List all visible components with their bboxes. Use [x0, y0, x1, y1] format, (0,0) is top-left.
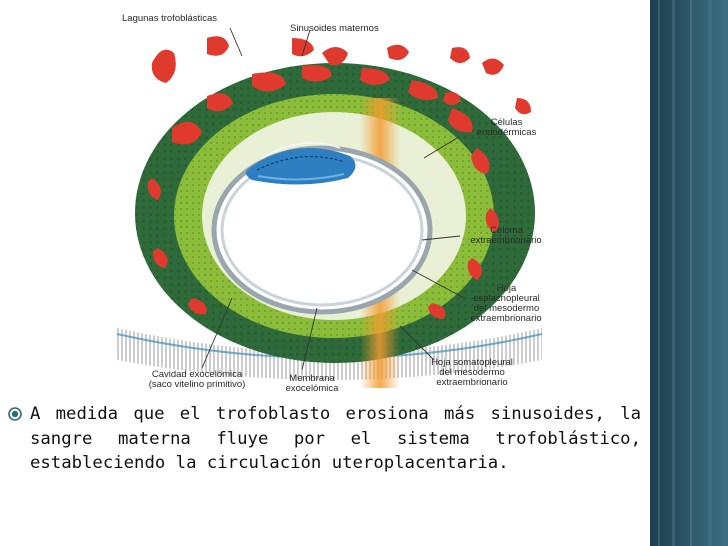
label-endodermicas: endodérmicas — [476, 127, 537, 138]
label-exocelomica: exocelómica — [285, 383, 339, 394]
label-del-mesodermo: del mesodermo — [473, 303, 540, 314]
circle-bullet-icon — [8, 407, 22, 421]
label-somatopleural-mesodermo: del mesodermo — [439, 367, 505, 378]
label-esplacnopleural: esplacnopleural — [473, 293, 540, 304]
trophoblastic-lacunae — [147, 65, 499, 319]
diagram-illustration — [116, 27, 543, 388]
label-hoja-somatopleural: Hoja somatopleural — [431, 357, 513, 368]
decorative-side-bar — [650, 0, 728, 546]
embryonic-disc — [246, 148, 356, 185]
bullet-paragraph: A medida que el trofoblasto erosiona más… — [30, 404, 641, 473]
label-cavidad-exocelomica: Cavidad exocelómica — [151, 369, 243, 380]
label-extraembrionario: extraembrionario — [470, 313, 542, 324]
label-membrana: Membrana — [289, 373, 335, 384]
label-sinusoides-maternos: Sinusoides maternos — [290, 23, 379, 34]
label-celulas: Células — [490, 117, 523, 128]
label-hoja: Hoja — [496, 283, 517, 294]
label-lagunas-trofoblasticas: Lagunas trofoblásticas — [122, 13, 218, 24]
embryo-diagram: Lagunas trofoblásticas Sinusoides matern… — [112, 8, 557, 398]
label-leader-lines — [201, 27, 465, 371]
label-saco-vitelino: (saco vitelino primitivo) — [148, 379, 246, 390]
label-somatopleural-extraembrionario: extraembrionario — [436, 377, 508, 388]
label-celoma-extraembrionario: extraembrionario — [470, 235, 542, 246]
maternal-sinusoids — [151, 36, 531, 115]
label-celoma: Celoma — [490, 225, 523, 236]
